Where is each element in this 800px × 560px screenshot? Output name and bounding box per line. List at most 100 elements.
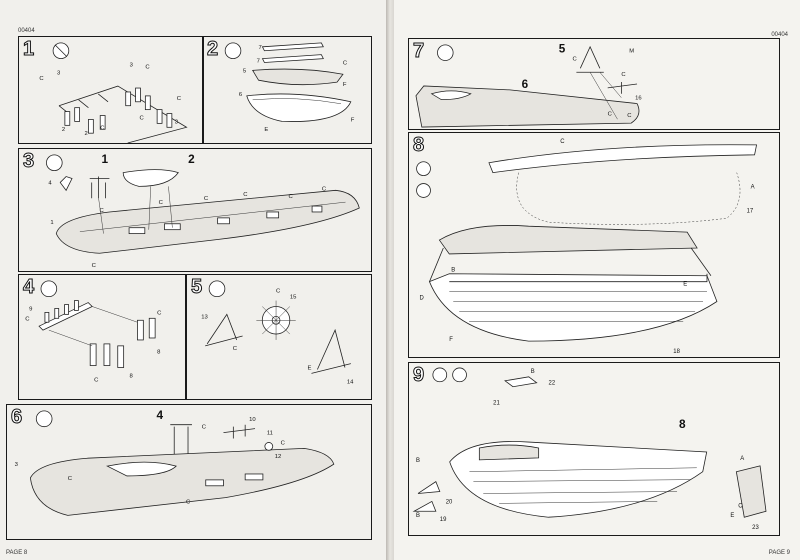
svg-text:A: A (740, 456, 744, 462)
left-page-number: PAGE 8 (6, 550, 28, 556)
clock-icon (416, 161, 431, 177)
step-4-illustration: 988 CCC (25, 280, 162, 383)
svg-text:C: C (92, 263, 97, 269)
glue-icon (208, 280, 226, 298)
svg-text:C: C (233, 346, 238, 352)
svg-text:21: 21 (493, 401, 500, 407)
glue-icon (35, 410, 53, 428)
step-7-illustration: 5 6 M 16 C C C C (415, 43, 642, 128)
step-7-callout-5: 5 (559, 43, 566, 56)
svg-text:C: C (627, 113, 632, 119)
svg-text:M: M (629, 49, 634, 55)
svg-text:7: 7 (259, 45, 262, 51)
svg-text:19: 19 (440, 517, 447, 523)
svg-text:C: C (281, 440, 286, 446)
svg-text:C: C (322, 186, 327, 192)
step-5-number: 5 (190, 276, 203, 299)
svg-text:C: C (159, 200, 164, 206)
svg-text:22: 22 (549, 381, 556, 387)
svg-text:C: C (343, 60, 348, 66)
svg-text:C: C (145, 64, 150, 70)
svg-text:C: C (288, 194, 293, 200)
svg-text:14: 14 (347, 379, 354, 385)
step-4-number: 4 (22, 276, 35, 299)
svg-text:B: B (416, 513, 420, 519)
glue-icon (40, 280, 58, 298)
svg-text:3: 3 (130, 62, 134, 68)
step-6-callout-4: 4 (156, 408, 163, 422)
step-7-panel: 7 5 6 M 16 C C C C (408, 38, 780, 130)
svg-text:B: B (531, 369, 535, 375)
svg-text:C: C (157, 310, 162, 316)
step-9-callout-8: 8 (679, 417, 686, 431)
svg-text:16: 16 (635, 96, 642, 102)
svg-text:8: 8 (157, 350, 161, 356)
svg-text:C: C (243, 192, 248, 198)
svg-text:1: 1 (50, 220, 53, 226)
svg-text:12: 12 (275, 454, 282, 460)
svg-text:F: F (343, 82, 347, 88)
svg-text:E: E (308, 365, 312, 371)
step-5-illustration: 15 13 14 C C E (201, 280, 354, 385)
svg-text:C: C (186, 500, 191, 506)
svg-text:8: 8 (130, 373, 134, 379)
svg-text:2: 2 (85, 131, 88, 137)
step-2-number: 2 (206, 38, 219, 61)
step-3-number: 3 (22, 150, 35, 173)
glue-icon (437, 44, 454, 61)
step-3-callout-1: 1 (102, 152, 109, 166)
svg-text:20: 20 (446, 499, 453, 505)
svg-text:C: C (100, 125, 105, 131)
right-page-code: 00404 (771, 32, 788, 38)
svg-text:E: E (264, 127, 268, 133)
step-1-number: 1 (22, 38, 35, 61)
svg-text:2: 2 (62, 127, 65, 133)
svg-text:10: 10 (249, 417, 256, 423)
step-5-panel: 5 15 13 14 C C E (186, 274, 372, 400)
step-9-number: 9 (412, 364, 425, 387)
svg-text:3: 3 (15, 462, 19, 468)
svg-text:15: 15 (290, 295, 297, 301)
svg-text:E: E (683, 282, 687, 288)
step-1-illustration: 33 22 3 CC CCC (39, 42, 188, 143)
glue-icon (416, 183, 431, 198)
step-7-number: 7 (412, 40, 425, 63)
svg-text:C: C (139, 115, 144, 121)
svg-text:F: F (351, 117, 355, 123)
svg-text:C: C (100, 208, 105, 214)
svg-text:5: 5 (243, 68, 247, 74)
svg-text:17: 17 (747, 208, 754, 214)
svg-text:7: 7 (257, 59, 260, 65)
svg-text:D: D (420, 296, 424, 302)
svg-text:11: 11 (267, 431, 273, 437)
step-8-number: 8 (412, 134, 425, 157)
clock-icon (452, 367, 467, 383)
svg-text:13: 13 (201, 314, 208, 320)
svg-text:23: 23 (752, 525, 759, 531)
svg-text:9: 9 (29, 306, 32, 312)
step-7-callout-6: 6 (522, 78, 529, 91)
svg-text:C: C (276, 289, 281, 295)
svg-text:E: E (730, 513, 734, 519)
right-page-number: PAGE 9 (768, 550, 790, 556)
svg-text:B: B (451, 268, 455, 274)
svg-text:C: C (621, 72, 626, 78)
svg-text:C: C (608, 111, 613, 117)
svg-text:C: C (39, 76, 44, 82)
svg-text:C: C (572, 57, 577, 63)
binding-gutter (386, 0, 396, 560)
step-6-number: 6 (10, 406, 23, 429)
glue-icon (46, 154, 63, 172)
step-3-callout-2: 2 (188, 152, 195, 166)
svg-text:C: C (202, 425, 207, 431)
